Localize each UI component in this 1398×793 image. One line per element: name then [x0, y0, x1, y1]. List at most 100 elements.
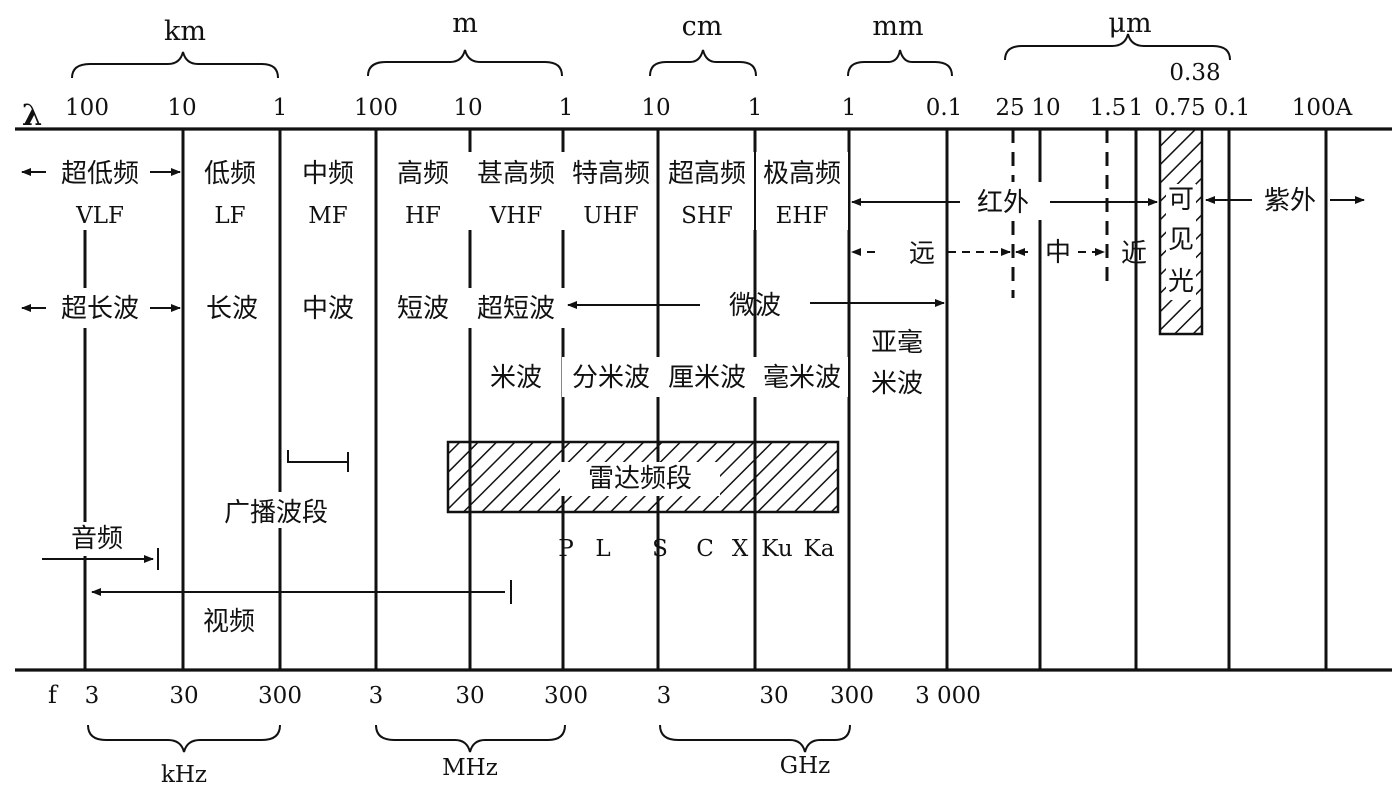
mid-ir-label: 中: [1045, 238, 1071, 268]
radar-band-label: 雷达频段: [588, 464, 692, 494]
infrared-label: 红外: [977, 188, 1029, 218]
near-ir-label: 近: [1121, 239, 1147, 269]
wavelength-tick-14: 0.75: [1154, 95, 1205, 121]
wavelength-tick-0: 100: [65, 95, 109, 121]
brace-ghz: [659, 724, 851, 753]
brace-khz: [87, 724, 281, 753]
band-lf-cn: 低频: [204, 159, 256, 189]
radar-letter-4: X: [732, 536, 749, 562]
frequency-tick-labels: 3 30 300 3 30 300 3 30 300 3 000: [85, 683, 981, 709]
wave-medium: 中波: [302, 294, 354, 324]
wavelength-tick-8: 1: [842, 95, 857, 121]
frequency-tick-1: 30: [169, 683, 198, 709]
frequency-tick-8: 300: [830, 683, 874, 709]
radar-letter-3: C: [696, 536, 714, 562]
brace-mm: [847, 49, 953, 77]
brace-mhz: [375, 724, 566, 753]
wavelength-tick-11: 10: [1031, 95, 1060, 121]
wavelength-tick-15: 0.1: [1214, 95, 1251, 121]
visible-char-2: 见: [1168, 225, 1194, 255]
frequency-tick-0: 3: [85, 683, 100, 709]
wave-very-long: 超长波: [61, 294, 139, 324]
audio-label: 音频: [71, 524, 123, 554]
unit-cm: cm: [682, 11, 723, 42]
radio-bands: 超低频 VLF 低频 LF 中频 MF 高频 HF 甚高频 VHF 特高频 UH…: [61, 159, 841, 229]
brace-km: [71, 51, 279, 79]
wavelength-tick-7: 1: [748, 95, 763, 121]
band-vlf-en: VLF: [75, 203, 124, 229]
uv-label: 紫外: [1264, 186, 1316, 216]
brace-um: [1004, 33, 1231, 61]
wave-long: 长波: [206, 294, 258, 324]
unit-km: km: [164, 16, 206, 47]
brace-cm: [649, 49, 757, 77]
subwave-decimeter: 分米波: [572, 363, 650, 393]
frequency-tick-3: 3: [369, 683, 384, 709]
band-hf-cn: 高频: [397, 159, 449, 189]
wavelength-tick-4: 10: [453, 95, 482, 121]
radar-label-bg: [560, 462, 720, 496]
label-backgrounds: [52, 152, 1324, 397]
wavelength-tick-1: 10: [167, 95, 196, 121]
band-mf-cn: 中频: [302, 159, 354, 189]
band-ehf-en: EHF: [776, 203, 829, 229]
band-vhf-en: VHF: [489, 203, 543, 229]
band-lf-en: LF: [214, 203, 245, 229]
wavelength-tick-13: 1: [1129, 95, 1144, 121]
far-ir-label: 远: [909, 239, 935, 269]
lambda-symbol: λ: [22, 98, 42, 132]
video-label: 视频: [203, 607, 255, 637]
band-vhf-cn: 甚高频: [477, 159, 555, 189]
f-symbol: f: [48, 681, 59, 709]
subwave-millimeter: 毫米波: [763, 363, 841, 393]
wavelength-tick-5: 1: [559, 95, 574, 121]
radar-letter-6: Ka: [804, 536, 835, 562]
submm-line-2: 米波: [871, 369, 923, 399]
band-uhf-en: UHF: [583, 203, 638, 229]
frequency-tick-7: 30: [759, 683, 788, 709]
subwave-meter: 米波: [490, 363, 542, 393]
wavelength-tick-6: 10: [641, 95, 670, 121]
band-hf-en: HF: [405, 203, 441, 229]
wave-micro: 微波: [729, 291, 781, 321]
band-ehf-cn: 极高频: [763, 159, 841, 189]
radar-letter-0: P: [558, 536, 573, 562]
visible-char-3: 光: [1168, 267, 1194, 297]
band-mf-en: MF: [308, 203, 348, 229]
band-shf-cn: 超高频: [668, 159, 746, 189]
wave-short: 短波: [397, 294, 449, 324]
frequency-tick-6: 3: [657, 683, 672, 709]
visible-edge-label: 0.38: [1169, 60, 1220, 86]
unit-mm: mm: [872, 11, 923, 42]
unit-mhz: MHz: [442, 755, 498, 781]
wave-ultrashort: 超短波: [477, 294, 555, 324]
unit-um: μm: [1108, 8, 1151, 39]
wave-names: 超长波 长波 中波 短波 超短波 微波 米波 分米波 厘米波 毫米波 亚毫 米波: [21, 291, 945, 399]
wavelength-tick-3: 100: [354, 95, 398, 121]
submm-line-1: 亚毫: [871, 328, 923, 358]
radar-letter-1: L: [595, 536, 610, 562]
frequency-tick-2: 300: [258, 683, 302, 709]
band-shf-en: SHF: [681, 203, 733, 229]
visible-char-1: 可: [1168, 185, 1194, 215]
optical-region: 红外 远 中 近 可 见 光 紫外: [851, 184, 1365, 300]
radar-letter-2: S: [652, 536, 668, 562]
broadcast-label: 广播波段: [224, 498, 328, 528]
subwave-centimeter: 厘米波: [668, 363, 746, 393]
band-vlf-cn: 超低频: [61, 159, 139, 189]
wavelength-tick-16: 100A: [1292, 95, 1353, 121]
wavelength-tick-9: 0.1: [926, 95, 963, 121]
band-separators: [181, 129, 1328, 670]
frequency-tick-4: 30: [455, 683, 484, 709]
unit-m: m: [452, 8, 478, 39]
wavelength-tick-12: 1.5: [1090, 95, 1127, 121]
wavelength-tick-10: 25: [995, 95, 1024, 121]
frequency-tick-5: 300: [544, 683, 588, 709]
frequency-tick-9: 3 000: [915, 683, 981, 709]
radar-letter-5: Ku: [761, 536, 793, 562]
brace-m: [367, 49, 563, 77]
